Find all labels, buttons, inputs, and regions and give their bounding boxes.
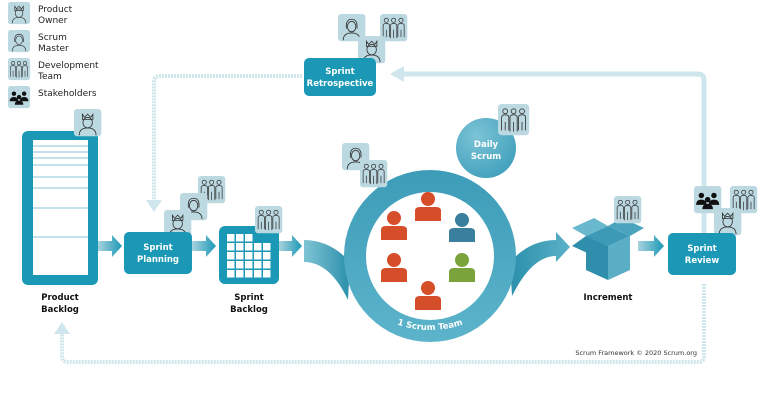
legend: Product Owner Scrum Master Development T… — [7, 1, 99, 109]
arrow-head — [54, 322, 70, 334]
swoop-in — [304, 240, 350, 300]
node-label: Review — [685, 256, 720, 266]
sprint-backlog-cell — [254, 252, 262, 260]
sprint-backlog-cell — [254, 243, 262, 251]
legend-label: Development — [38, 61, 99, 71]
node-label: Increment — [584, 293, 633, 303]
development-team-icon — [359, 159, 388, 188]
sprint-backlog-cell — [236, 234, 244, 242]
legend-item-development-team: Development Team — [7, 57, 99, 82]
legend-label: Stakeholders — [38, 89, 97, 99]
legend-item-stakeholders: Stakeholders — [8, 86, 97, 109]
sprint-backlog-cell — [263, 270, 271, 278]
swoop-out — [510, 232, 570, 296]
sprint-planning-box — [124, 232, 192, 274]
node-label: Sprint — [325, 67, 354, 77]
sprint-retrospective-box — [304, 58, 376, 96]
sprint-backlog-cell — [245, 270, 253, 278]
legend-label: Product — [38, 5, 73, 15]
product-owner-icon — [713, 207, 742, 236]
legend-item-product-owner: Product Owner — [7, 1, 73, 26]
sprint-planning: Sprint Planning — [124, 175, 226, 274]
legend-label: Scrum — [38, 33, 67, 43]
node-label: Backlog — [41, 305, 79, 315]
flow-arrow — [279, 235, 302, 257]
sprint-backlog-cell — [263, 261, 271, 269]
retro-to-planning-line — [152, 74, 302, 200]
development-team-icon — [7, 57, 31, 81]
sprint-backlog-cell — [227, 243, 235, 251]
legend-label: Master — [38, 44, 69, 54]
node-label: Planning — [137, 255, 179, 265]
sprint-backlog-cell — [236, 270, 244, 278]
sprint-backlog-cell — [245, 252, 253, 260]
node-label: Backlog — [230, 305, 268, 315]
scrum-team-label: 1 Scrum Team — [396, 318, 464, 333]
review-to-backlog-line — [60, 284, 706, 364]
sprint-backlog-cell — [254, 261, 262, 269]
flow-arrow — [638, 235, 664, 257]
sprint-backlog-cell — [236, 252, 244, 260]
flow-arrow — [98, 235, 122, 257]
increment: Increment — [572, 195, 644, 303]
sprint-backlog-cell — [245, 261, 253, 269]
node-label: Sprint — [234, 293, 263, 303]
product-backlog: Product Backlog — [22, 108, 102, 315]
arrow-head — [146, 200, 162, 212]
node-label: Sprint — [687, 244, 716, 254]
sprint-retrospective: Sprint Retrospective — [304, 13, 408, 96]
copyright-text: Scrum Framework © 2020 Scrum.org — [575, 349, 697, 357]
sprint-backlog-cell — [245, 243, 253, 251]
scrum-team-circle: 1 Scrum Team — [341, 142, 516, 342]
sprint-review: Sprint Review — [668, 185, 758, 275]
node-label: Retrospective — [307, 79, 374, 89]
development-team-icon — [497, 103, 530, 136]
sprint-backlog: Sprint Backlog — [219, 205, 283, 315]
development-team-icon — [613, 195, 642, 224]
node-label: Scrum — [471, 152, 501, 162]
development-team-icon — [254, 205, 283, 234]
sprint-backlog-cell — [236, 261, 244, 269]
product-owner-icon — [73, 108, 102, 137]
node-label: Sprint — [143, 243, 172, 253]
product-owner-icon — [7, 1, 31, 25]
sprint-backlog-cell — [263, 243, 271, 251]
legend-label: Team — [37, 72, 62, 82]
review-to-retro-line — [404, 71, 707, 236]
arrow-head — [390, 66, 404, 82]
sprint-backlog-cell — [227, 234, 235, 242]
daily-scrum: Daily Scrum — [456, 103, 530, 178]
scrum-master-icon — [7, 29, 31, 53]
legend-label: Owner — [38, 16, 68, 26]
node-label: Product — [41, 293, 79, 303]
sprint-review-box — [668, 233, 736, 275]
sprint-backlog-cell — [263, 252, 271, 260]
sprint-backlog-cell — [227, 270, 235, 278]
sprint-backlog-cell — [227, 261, 235, 269]
sprint-backlog-cell — [227, 252, 235, 260]
flow-arrow — [192, 235, 216, 257]
node-label: Daily — [474, 140, 499, 150]
legend-item-scrum-master: Scrum Master — [7, 29, 69, 54]
sprint-backlog-cell — [245, 234, 253, 242]
sprint-backlog-cell — [236, 243, 244, 251]
stakeholders-icon — [8, 86, 31, 109]
sprint-backlog-cell — [254, 270, 262, 278]
feedback-loops — [54, 66, 707, 364]
